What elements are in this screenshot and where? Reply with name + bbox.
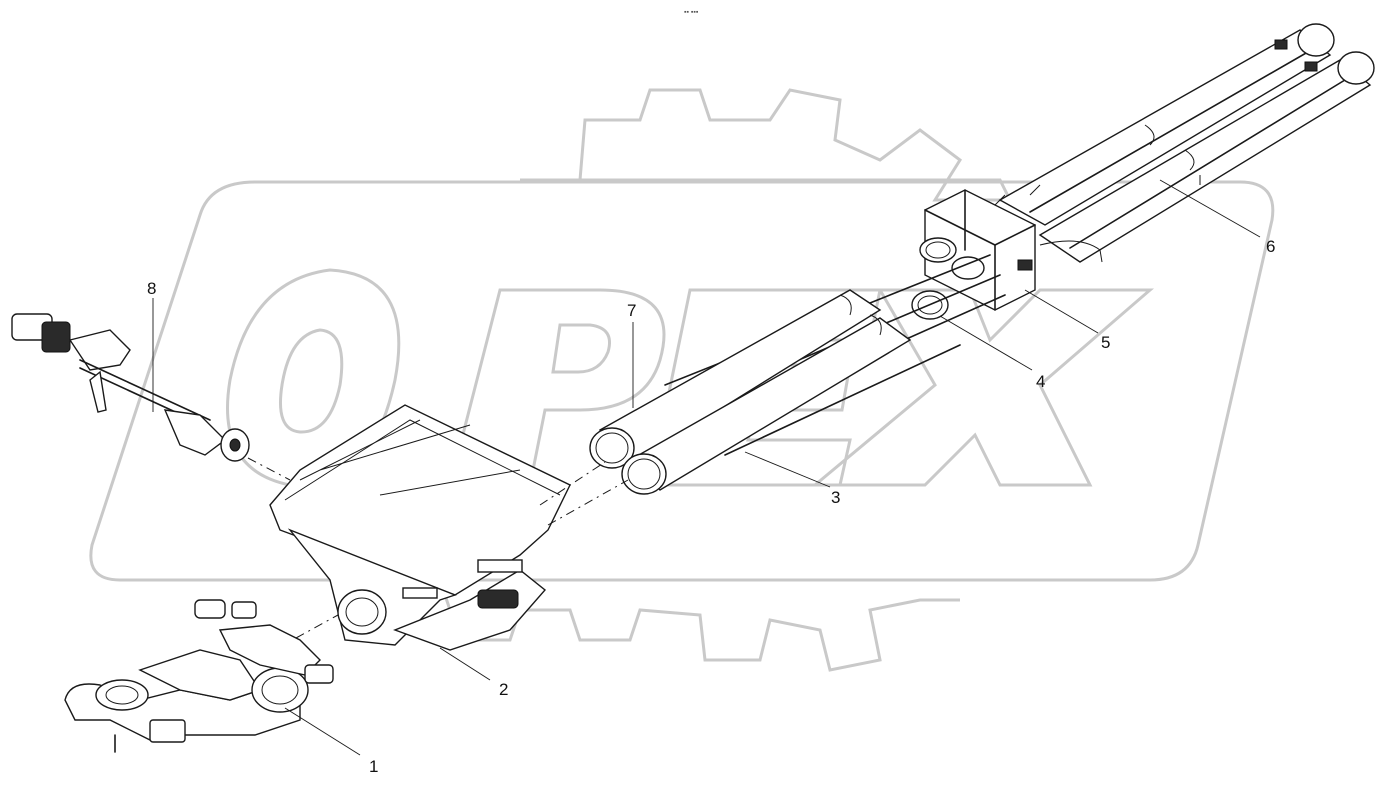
- assembly-lines: [247, 457, 629, 639]
- part-1-drive-assembly: [64, 599, 334, 753]
- callout-label-3: 3: [831, 488, 840, 507]
- leader-lines: [152, 179, 1261, 756]
- callout-label-1: 1: [369, 757, 378, 776]
- part-8-shaft-lever: [11, 313, 250, 462]
- callout-label-2: 2: [499, 680, 508, 699]
- callout-label-7: 7: [627, 301, 636, 320]
- callout-label-6: 6: [1266, 237, 1275, 256]
- part-7-short-tubes: [589, 289, 912, 495]
- callout-label-8: 8: [147, 279, 156, 298]
- part-2-hopper: [269, 404, 571, 651]
- part-6-long-tubes: [998, 23, 1375, 263]
- callout-label-4: 4: [1036, 372, 1045, 391]
- callout-label-5: 5: [1101, 333, 1110, 352]
- top-mark: ▪▪ ▪▪▪: [684, 9, 699, 16]
